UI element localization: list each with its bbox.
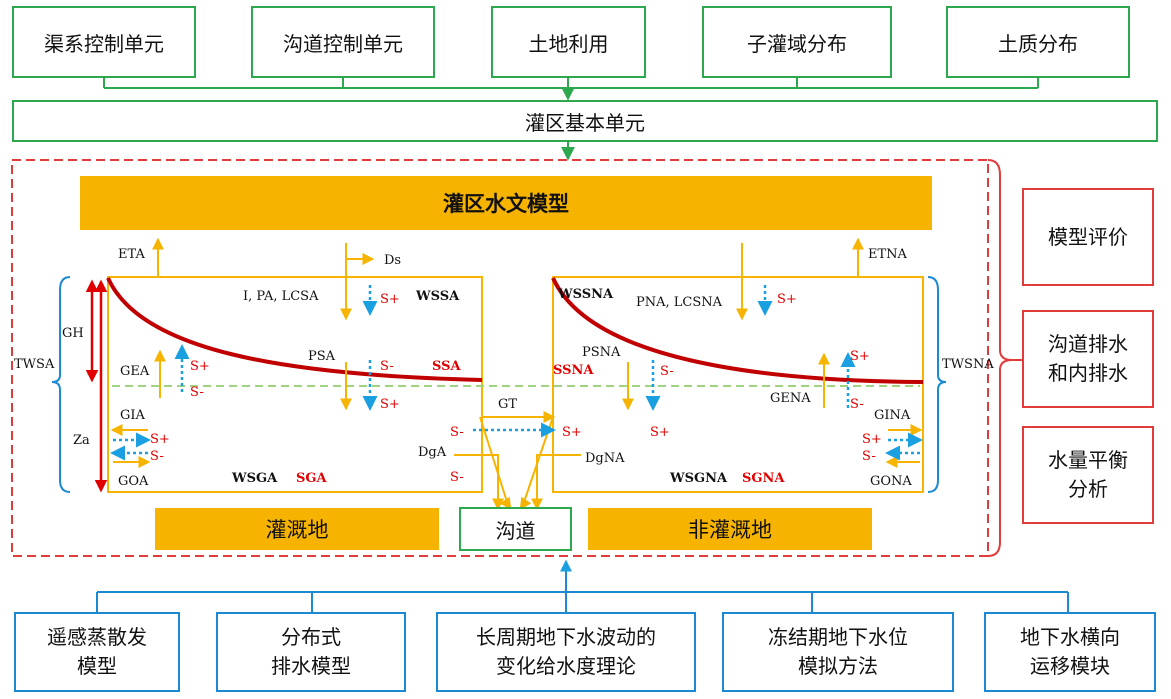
label-gia: GIA <box>120 408 146 423</box>
label-gh: GH <box>62 326 84 341</box>
non-irrigated-land-bar: 非灌溉地 <box>588 508 872 550</box>
label-tws-a: TWSA <box>14 357 55 372</box>
irrigated-land-bar: 灌溉地 <box>155 508 439 550</box>
input-soil-distribution: 土质分布 <box>946 6 1130 78</box>
label-s-minus-1: S- <box>190 385 204 400</box>
label-gt: GT <box>498 397 517 412</box>
label-gena: GENA <box>770 391 811 406</box>
label-s-minus-4: S- <box>850 397 864 412</box>
module-distributed-drainage: 分布式 排水模型 <box>216 612 406 692</box>
label-psna: PSNA <box>582 345 621 360</box>
label-s-plus-9: S+ <box>862 432 882 447</box>
non-irrigated-column <box>552 276 924 493</box>
module-remote-sensing-et: 遥感蒸散发 模型 <box>14 612 180 692</box>
label-sgna: SGNA <box>742 471 785 486</box>
input-ditch-control-unit: 沟道控制单元 <box>251 6 435 78</box>
label-ds: Ds <box>384 253 401 268</box>
module-specific-yield-theory: 长周期地下水波动的 变化给水度理论 <box>436 612 696 692</box>
label-s-minus-2: S- <box>380 359 394 374</box>
label-dgna: DgNA <box>585 451 625 466</box>
label-goa: GOA <box>118 474 149 489</box>
label-ssna: SSNA <box>553 363 594 378</box>
ditch-box <box>459 507 572 551</box>
module-water-balance: 水量平衡 分析 <box>1022 426 1154 524</box>
module-frozen-period-water-table: 冻结期地下水位 模拟方法 <box>722 612 954 692</box>
label-wssna: WSSNA <box>557 287 614 302</box>
top-connectors <box>103 78 1039 161</box>
label-s-minus-6: S- <box>150 449 164 464</box>
label-s-minus-5: S- <box>450 425 464 440</box>
label-ssa: SSA <box>432 359 461 374</box>
label-i-pa-lcsa: I, PA, LCSA <box>243 289 319 304</box>
label-s-minus-8: S- <box>450 470 464 485</box>
label-gona: GONA <box>870 474 912 489</box>
irrigated-column <box>107 276 483 493</box>
irrigated-water-table <box>106 277 483 382</box>
label-s-plus-8: S+ <box>150 432 170 447</box>
label-etna: ETNA <box>868 247 908 262</box>
dga-arrow <box>454 454 504 511</box>
label-pna-lcsna: PNA, LCSNA <box>636 295 723 310</box>
input-land-use: 土地利用 <box>491 6 646 78</box>
label-eta: ETA <box>118 247 145 262</box>
label-gea: GEA <box>120 364 150 379</box>
label-za: Za <box>73 433 90 448</box>
label-s-plus-4: S+ <box>380 397 400 412</box>
ditch-label: 沟道 <box>495 518 536 543</box>
non-irrigated-water-table <box>551 277 924 384</box>
label-psa: PSA <box>308 349 336 364</box>
tws-a-brace <box>51 276 71 493</box>
label-s-plus-2: S+ <box>777 292 797 307</box>
dgna-arrow <box>531 454 581 511</box>
label-wsgna: WSGNA <box>669 471 728 486</box>
bottom-connectors <box>96 559 1069 612</box>
model-title-bar: 灌区水文模型 <box>80 176 932 230</box>
label-s-plus-7: S+ <box>650 425 670 440</box>
gt-left-arrow <box>479 416 509 506</box>
label-sga: SGA <box>296 471 327 486</box>
label-s-plus-5: S+ <box>850 349 870 364</box>
label-s-plus-6: S+ <box>562 425 582 440</box>
label-gina: GINA <box>874 408 911 423</box>
label-s-plus-1: S+ <box>380 292 400 307</box>
label-wssa: WSSA <box>415 289 460 304</box>
label-s-minus-3: S- <box>660 364 674 379</box>
label-s-plus-3: S+ <box>190 359 210 374</box>
module-lateral-groundwater: 地下水横向 运移模块 <box>984 612 1156 692</box>
label-s-minus-7: S- <box>862 449 876 464</box>
input-sub-irrigation-area: 子灌域分布 <box>702 6 892 78</box>
label-wsga: WSGA <box>231 471 278 486</box>
module-ditch-drainage: 沟道排水 和内排水 <box>1022 310 1154 408</box>
tws-na-brace <box>927 276 947 493</box>
label-tws-na: TWSNA <box>942 357 994 372</box>
module-model-evaluation: 模型评价 <box>1022 188 1154 286</box>
label-dga: DgA <box>418 445 447 460</box>
basic-unit-bar: 灌区基本单元 <box>12 100 1158 142</box>
input-canal-control-unit: 渠系控制单元 <box>12 6 196 78</box>
